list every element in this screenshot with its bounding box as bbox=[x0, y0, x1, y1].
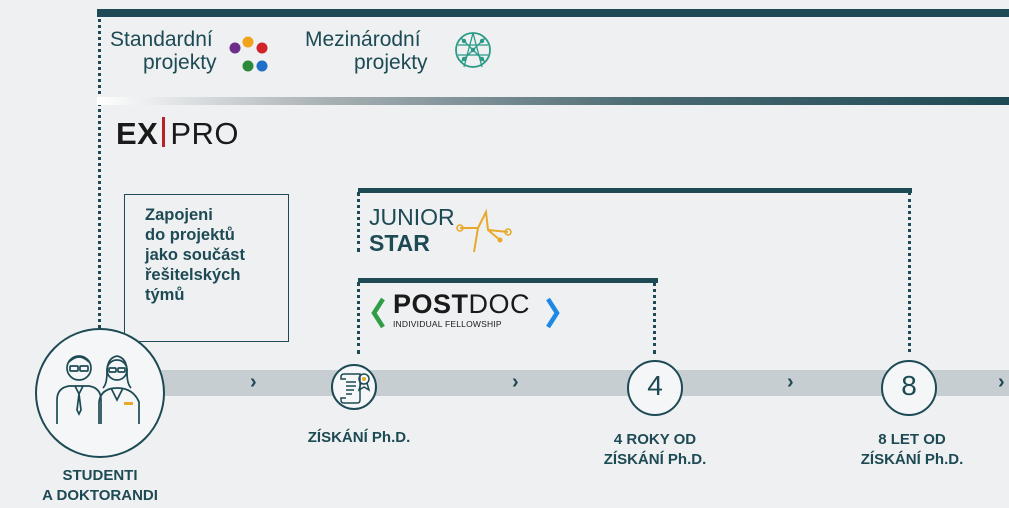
chevron-right-icon: › bbox=[787, 371, 794, 393]
postdoc-start-dots bbox=[357, 282, 360, 354]
postdoc-subtitle: INDIVIDUAL FELLOWSHIP bbox=[393, 319, 502, 329]
student-note-text: Zapojeni do projektů jako součást řešite… bbox=[145, 206, 245, 304]
postdoc-logo-bold: POST bbox=[393, 289, 469, 319]
postdoc-logo-light: DOC bbox=[468, 289, 531, 319]
student-note-box bbox=[124, 194, 289, 342]
globe-network-icon bbox=[455, 32, 491, 68]
students-people-icon bbox=[56, 355, 140, 424]
timeline-bar bbox=[97, 370, 1009, 396]
four-years-label: 4 ROKY OD ZÍSKÁNÍ Ph.D. bbox=[603, 431, 707, 468]
eight-years-label: 8 LET OD ZÍSKÁNÍ Ph.D. bbox=[860, 431, 964, 468]
junior-star-constellation-icon bbox=[456, 208, 512, 253]
expro-logo-right: PRO bbox=[170, 116, 240, 151]
junior-star-bar bbox=[358, 188, 912, 193]
postdoc-right-bracket-icon bbox=[546, 297, 560, 329]
students-label: STUDENTI A DOKTORANDI bbox=[42, 467, 158, 504]
students-dotted-line bbox=[98, 14, 101, 334]
expro-separator bbox=[162, 117, 166, 147]
junior-star-logo-line1: JUNIOR bbox=[369, 204, 455, 230]
standard-projects-title: Standardní bbox=[110, 28, 213, 51]
chevron-right-icon: › bbox=[250, 371, 257, 393]
postdoc-bar bbox=[358, 278, 658, 283]
international-projects-title: Mezinárodní bbox=[305, 28, 421, 51]
postdoc-logo: POSTDOC bbox=[393, 289, 530, 320]
postdoc-end-dots bbox=[653, 282, 656, 354]
chevron-right-icon: › bbox=[512, 371, 519, 393]
international-projects-subtitle: projekty bbox=[354, 51, 428, 74]
four-years-number: 4 bbox=[647, 370, 663, 401]
colored-dots-icon bbox=[229, 36, 268, 72]
eight-years-circle bbox=[881, 360, 937, 416]
postdoc-left-bracket-icon bbox=[371, 297, 385, 329]
expro-logo: EX PRO bbox=[116, 116, 239, 152]
four-years-circle bbox=[627, 360, 683, 416]
phd-label: ZÍSKÁNÍ Ph.D. bbox=[307, 429, 411, 446]
expro-logo-left: EX bbox=[116, 116, 159, 151]
eight-years-number: 8 bbox=[901, 370, 917, 401]
diploma-scroll-icon bbox=[340, 373, 371, 404]
expro-bar bbox=[97, 97, 1009, 105]
junior-star-start-dots bbox=[357, 192, 360, 252]
top-program-bar bbox=[97, 9, 1009, 17]
junior-star-logo-line2: STAR bbox=[369, 230, 430, 256]
standard-projects-subtitle: projekty bbox=[143, 51, 217, 74]
junior-star-end-dots bbox=[908, 192, 911, 352]
chevron-right-icon: › bbox=[998, 371, 1005, 393]
